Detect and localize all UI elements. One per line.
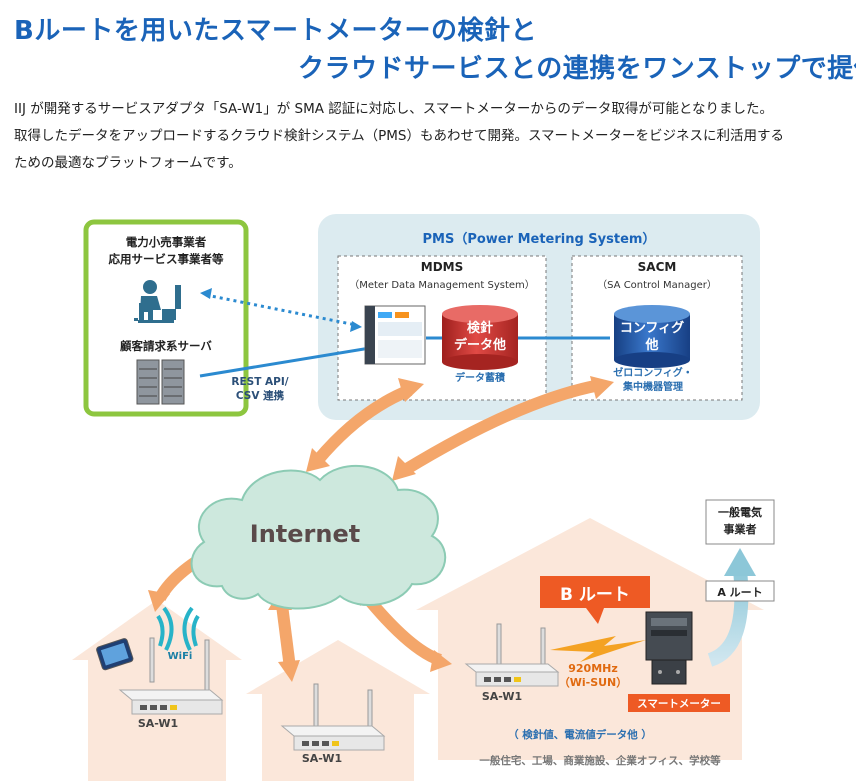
router-middle [280, 683, 386, 751]
rest-api-line1: REST API/ [231, 376, 289, 388]
person-at-desk-icon [134, 280, 181, 323]
b-route-callout [540, 576, 650, 624]
server-label: 顧客請求系サーバ [120, 339, 212, 353]
meter-data-database-icon [442, 305, 518, 370]
utility-box [705, 499, 775, 545]
zero-config-line1: ゼロコンフィグ・ [613, 368, 693, 379]
router-right-label: SA-W1 [481, 690, 523, 703]
config-db-line1: コンフィグ [619, 321, 685, 336]
config-db-label: コンフィグ 他 [614, 320, 690, 354]
utility-line1: 一般電気 [718, 506, 762, 519]
router-left [118, 637, 224, 715]
smart-meter-label-bg [628, 694, 730, 712]
a-route-label: A ルート [717, 586, 763, 599]
sacm-subtitle: （SA Control Manager） [597, 280, 717, 291]
intro-line3: ための最適なプラットフォームです。 [14, 155, 242, 171]
facilities-label: 一般住宅、工場、商業施設、企業オフィス、学校等 [479, 755, 721, 767]
meter-data-db-label: 検針 データ他 [442, 320, 518, 354]
rest-api-label: REST API/ CSV 連携 [200, 375, 320, 403]
router-left-label: SA-W1 [137, 717, 179, 730]
utility-line2: 事業者 [723, 523, 757, 536]
customer-label-line1: 電力小売事業者 [125, 235, 207, 249]
dotted-link-arrow [200, 288, 362, 332]
sacm-title: SACM [637, 260, 677, 274]
wireless-bolt-icon [550, 636, 646, 662]
b-route-label: B ルート [560, 585, 630, 605]
rest-api-line [199, 346, 371, 378]
smart-meter-icon [645, 611, 693, 685]
router-right [464, 623, 560, 687]
router-middle-label: SA-W1 [301, 752, 343, 765]
frequency-line2: （Wi-SUN） [558, 676, 628, 689]
house-right [416, 518, 764, 760]
tablet-icon [96, 638, 134, 671]
page-title-line1: Bルートを用いたスマートメーターの検針と [14, 16, 538, 46]
rest-api-line2: CSV 連携 [235, 390, 285, 402]
dashboard-screenshot [364, 305, 426, 365]
intro-line1: IIJ が開発するサービスアダプタ「SA-W1」が SMA 認証に対応し、スマー… [14, 101, 773, 117]
utility-label: 一般電気 事業者 [706, 504, 774, 538]
internet-cloud [190, 464, 447, 610]
wifi-icon [156, 606, 200, 651]
meter-data-db-line2: データ他 [453, 338, 506, 353]
config-db-line2: 他 [645, 338, 659, 353]
mdms-subtitle: （Meter Data Management System） [349, 280, 535, 291]
zero-config-line2: 集中機器管理 [623, 382, 683, 393]
zero-config-caption: ゼロコンフィグ・ 集中機器管理 [598, 367, 708, 395]
customer-label-line2: 応用サービス事業者等 [108, 252, 224, 266]
a-route-box [705, 580, 775, 602]
data-note-label: （ 検針値、電流値データ他 ） [508, 729, 652, 741]
wifi-label: WiFi [167, 651, 193, 662]
smart-meter-label: スマートメーター [637, 698, 721, 710]
data-storage-caption: データ蓄積 [455, 373, 505, 384]
customer-label: 電力小売事業者 応用サービス事業者等 [90, 234, 242, 268]
frequency-label: 920MHz （Wi-SUN） [548, 662, 638, 690]
intro-paragraph: IIJ が開発するサービスアダプタ「SA-W1」が SMA 認証に対応し、スマー… [14, 96, 844, 177]
intro-line2: 取得したデータをアップロードするクラウド検針システム（PMS）もあわせて開発。ス… [14, 128, 785, 144]
pms-title: PMS（Power Metering System） [422, 232, 656, 247]
meter-data-db-line1: 検針 [466, 321, 493, 336]
frequency-line1: 920MHz [568, 662, 618, 675]
mdms-title: MDMS [420, 260, 464, 274]
config-database-icon [614, 305, 690, 368]
page-title-line2: クラウドサービスとの連携をワンストップで提供 [298, 54, 856, 84]
server-rack-icon [136, 359, 185, 405]
internet-label: Internet [249, 520, 361, 548]
